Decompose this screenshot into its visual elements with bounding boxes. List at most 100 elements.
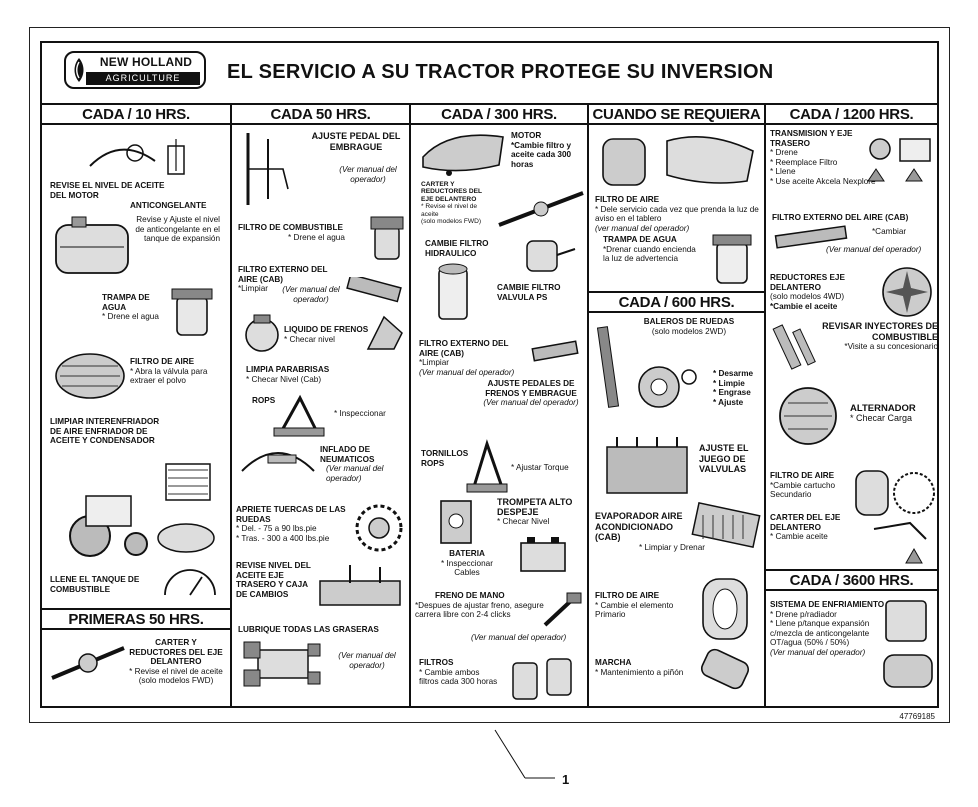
tractor-icon — [69, 463, 215, 557]
rops-inspect-note: * Inspeccionar — [334, 409, 386, 418]
column-heading: CADA / 300 HRS. — [411, 103, 587, 125]
antifreeze-instruction: Revise y Ajuste el nivel de anticongelan… — [135, 215, 220, 243]
wheel-nut-torque-note: APRIETE TUERCAS DE LAS RUEDAS* Del. - 75… — [236, 505, 346, 543]
cab-filter-element-icon — [346, 277, 402, 303]
rear-axle-oil-note: REVISE NIVEL DEL ACEITE EJE TRASERO Y CA… — [236, 561, 311, 599]
column-heading: CUANDO SE REQUIERA — [589, 103, 764, 125]
battery-icon — [520, 537, 566, 572]
callout-number: 1 — [562, 772, 570, 787]
fill-fuel-tank: LLENE EL TANQUE DE COMBUSTIBLE — [50, 575, 140, 594]
fuel-filter-icon — [370, 216, 404, 260]
front-reducers-note: REDUCTORES EJE DELANTERO(solo modelos 4W… — [770, 273, 845, 311]
oil-dipstick-icon — [89, 139, 185, 175]
check-engine-oil: REVISE EL NIVEL DE ACEITE DEL MOTOR — [50, 181, 165, 200]
starter-note: MARCHA* Mantenimiento a piñón — [595, 658, 684, 677]
column-heading-first-50: PRIMERAS 50 HRS. — [42, 608, 230, 630]
ac-clean-drain: * Limpiar y Drenar — [639, 543, 705, 552]
trumpet-level-note: TROMPETA ALTO DESPEJE* Checar Nivel — [497, 497, 573, 526]
filters-300-note: FILTROS* Cambie ambos filtros cada 300 h… — [419, 658, 498, 686]
grease-fittings-note: LUBRIQUE TODAS LAS GRASERAS — [238, 625, 379, 634]
front-axle-housing-note: CARTER DEL EJE DELANTERO* Cambie aceite — [770, 513, 841, 541]
alternator-note: ALTERNADOR* Checar Carga — [850, 403, 916, 423]
secondary-air-filter-note: FILTRO DE AIRE*Cambie cartucho Secundari… — [770, 471, 836, 499]
clutch-pedal-icon — [246, 133, 289, 205]
ac-evaporator-note: EVAPORADOR AIRE ACONDICIONADO (CAB) — [595, 511, 683, 542]
hand-brake-manual: (Ver manual del operador) — [471, 633, 567, 642]
cab-filter-replace: *Cambiar — [872, 227, 907, 236]
ps-valve-filter-note: CAMBIE FILTRO VALVULA PS — [497, 283, 561, 302]
clutch-adjust-title: AJUSTE PEDAL DEL EMBRAGUE — [311, 131, 401, 152]
wiper-fluid-note: LIMPIA PARABRISAS* Checar Nivel (Cab) — [246, 365, 330, 384]
brake-fluid-reservoir-icon — [245, 314, 279, 352]
primary-air-filter-note: FILTRO DE AIRE* Cambie el elemento Prima… — [595, 591, 674, 619]
part-number: 47769185 — [899, 712, 935, 721]
column-heading: CADA 50 HRS. — [232, 103, 409, 125]
hand-brake-note: FRENO DE MANO*Despues de ajustar freno, … — [415, 591, 544, 619]
grease-manual-note: (Ver manual del operador) — [338, 651, 396, 670]
starter-motor-icon — [700, 648, 750, 690]
water-trap-icon — [171, 288, 213, 336]
injector-check-note: REVISAR INYECTORES DE COMBUSTIBLE*Visite… — [822, 321, 938, 351]
front-axle-icon — [51, 646, 125, 680]
brand-name: NEW HOLLAND — [99, 55, 193, 69]
brake-fluid-note: LIQUIDO DE FRENOS* Checar nivel — [284, 325, 369, 344]
cab-filter-1200-manual: (Ver manual del operador) — [826, 245, 922, 254]
alternator-icon — [779, 387, 837, 445]
air-filter-icon — [55, 353, 125, 399]
new-holland-logo: NEW HOLLAND AGRICULTURE — [64, 51, 206, 89]
wheel-hub-icon — [355, 504, 403, 552]
rops-torque-note: * Ajustar Torque — [511, 463, 569, 472]
callout-leader — [494, 729, 555, 779]
water-separator-icon — [712, 234, 752, 284]
fuel-filter-note: FILTRO DE COMBUSTIBLE* Drene el agua — [238, 223, 345, 242]
cab-air-filter-note: FILTRO EXTERNO DEL AIRE (CAB)*Limpiar — [238, 265, 328, 293]
rops-bolts-title: TORNILLOS ROPS — [421, 449, 469, 468]
fuel-gauge-icon — [164, 569, 216, 596]
air-filter-service-note: FILTRO DE AIRE* Dele servicio cada vez q… — [595, 195, 759, 233]
evaporator-core-icon — [691, 502, 761, 548]
service-chart-sheet: NEW HOLLAND AGRICULTURE EL SERVICIO A SU… — [29, 27, 950, 723]
engine-oil-change-note: MOTOR*Cambie filtro y aceite cada 300 ho… — [511, 131, 572, 169]
leaf-logo-icon — [74, 58, 84, 82]
hand-brake-icon — [543, 592, 582, 627]
tire-inflation-note: INFLADO DE NEUMATICOS(Ver manual del ope… — [320, 445, 384, 483]
clutch-adjust-note: (Ver manual del operador) — [339, 165, 397, 184]
tractor-top-view-icon — [243, 641, 321, 687]
antifreeze-title: ANTICONGELANTE — [130, 201, 207, 210]
cab-air-filter-manual: (Ver manual del operador) — [282, 285, 340, 304]
column-heading: CADA / 10 HRS. — [42, 103, 230, 125]
rops-bolt-icon — [273, 394, 325, 437]
cab-filter-1200-note: FILTRO EXTERNO DEL AIRE (CAB) — [772, 213, 909, 222]
transmission-drain-icon — [867, 138, 931, 182]
high-clearance-trumpet-icon — [440, 500, 472, 544]
column-heading-3600: CADA / 3600 HRS. — [766, 569, 937, 591]
cab-filter-300-note: FILTRO EXTERNO DEL AIRE (CAB)*Limpiar(Ve… — [419, 339, 515, 377]
drive-shaft-icon — [498, 191, 584, 227]
column-1200-hrs: CADA / 1200 HRS. TRANSMISION Y EJE TRASE… — [764, 103, 938, 706]
column-300-hrs: CADA / 300 HRS. MOTOR*Cambie filtro y ac… — [409, 103, 587, 706]
cooling-system-note: SISTEMA DE ENFRIAMIENTO* Drene p/radiado… — [770, 600, 885, 657]
wiper-reservoir-icon — [366, 315, 403, 350]
column-10-hrs: CADA / 10 HRS. REVISE EL NIVEL DE ACEITE… — [42, 103, 230, 706]
rops-torque-icon — [466, 439, 508, 493]
water-trap-note: TRAMPA DE AGUA* Drene el agua — [102, 293, 159, 321]
water-trap-drain-note: TRAMPA DE AGUA*Drenar cuando encienda la… — [603, 235, 696, 263]
column-heading: CADA / 1200 HRS. — [766, 103, 937, 125]
coolant-reservoir-icon — [883, 600, 933, 688]
injector-icon — [772, 324, 816, 370]
wheel-bearings-note: BALEROS DE RUEDAS(solo modelos 2WD) — [643, 317, 735, 336]
tire-pressure-gauge-icon — [241, 452, 315, 472]
bearing-steps: * Desarme* Limpie* Engrase* Ajuste — [713, 369, 754, 407]
hydraulic-filter-note: CAMBIE FILTRO HIDRAULICO — [425, 239, 489, 258]
column-as-required: CUANDO SE REQUIERA FILTRO DE AIRE* Dele … — [587, 103, 764, 706]
ps-valve-filter-icon — [526, 240, 576, 272]
column-heading-600: CADA / 600 HRS. — [589, 291, 764, 313]
primary-filter-element-icon — [702, 578, 748, 640]
cab-filter-300-icon — [531, 340, 579, 362]
coolant-tank-icon — [55, 216, 129, 274]
page-title: EL SERVICIO A SU TRACTOR PROTEGE SU INVE… — [227, 61, 774, 83]
battery-note: BATERIA* Inspeccionar Cables — [441, 549, 493, 577]
air-filter-note: FILTRO DE AIRE* Abra la válvula para ext… — [130, 357, 208, 385]
secondary-filter-icon — [855, 470, 935, 516]
brand-sub: AGRICULTURE — [86, 72, 200, 85]
